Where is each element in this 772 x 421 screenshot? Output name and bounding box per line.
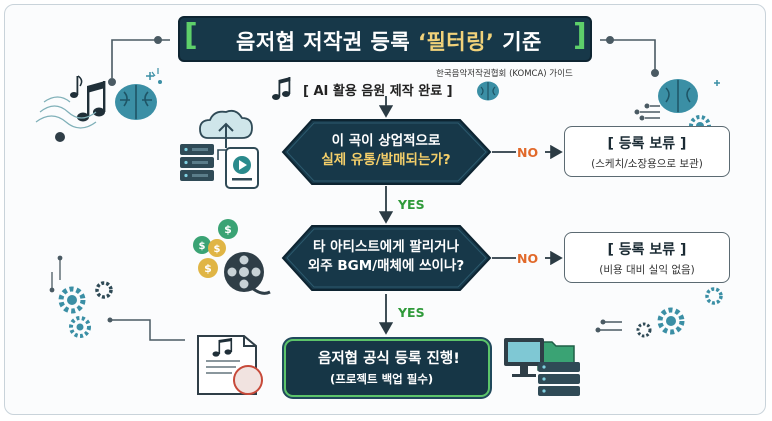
dollar-coins-icon: $ $ $ $ bbox=[193, 219, 238, 278]
title-bracket-right: ] bbox=[573, 18, 587, 53]
decision-2-text: 타 아티스트에게 팔리거나 외주 BGM/매체에 쓰이나? bbox=[296, 238, 476, 276]
svg-text:$: $ bbox=[214, 244, 221, 255]
decision-shape-2 bbox=[281, 225, 492, 291]
svg-text:$: $ bbox=[199, 241, 206, 252]
title-highlight: ‘필터링’ bbox=[418, 30, 495, 54]
small-brain-icon bbox=[477, 81, 499, 101]
title-suffix: 기준 bbox=[494, 30, 542, 54]
final-step-box bbox=[284, 339, 490, 397]
decision-1-text: 이 곡이 상업적으로 실제 유통/발매되는가? bbox=[300, 132, 472, 170]
decision-1-line1: 이 곡이 상업적으로 bbox=[331, 133, 441, 149]
svg-text:$: $ bbox=[224, 223, 232, 236]
result-2-title: [ 등록 보류 ] bbox=[607, 242, 687, 258]
desktop-monitor-icon bbox=[504, 338, 580, 396]
decision-2-no-label: NO bbox=[517, 251, 539, 266]
decision-2-line2: 외주 BGM/매체에 쓰이나? bbox=[307, 258, 465, 274]
title-prefix: 음저협 저작권 등록 bbox=[236, 30, 418, 54]
decision-2-yes-label: YES bbox=[398, 305, 425, 320]
start-label: [ AI 활용 음원 제작 완료 ] bbox=[303, 84, 453, 99]
music-notes-icon bbox=[35, 75, 106, 129]
small-music-note-icon bbox=[272, 77, 291, 100]
result-box-2: [ 등록 보류 ] (비용 대비 실익 없음) bbox=[564, 232, 730, 283]
decision-shape-1 bbox=[281, 119, 492, 185]
film-reel-icon bbox=[224, 252, 271, 295]
result-1-title: [ 등록 보류 ] bbox=[607, 136, 687, 152]
final-step-note: (프로젝트 백업 필수) bbox=[330, 372, 434, 386]
result-1-note: (스케치/소장용으로 보관) bbox=[591, 158, 703, 170]
title-bracket-left: [ bbox=[184, 18, 198, 53]
svg-text:$: $ bbox=[204, 262, 212, 275]
sparkle-icon bbox=[146, 72, 720, 86]
brain-icon-right bbox=[658, 79, 698, 113]
brain-icon bbox=[115, 68, 162, 120]
video-player-icon bbox=[225, 147, 259, 189]
page-title: 음저협 저작권 등록 ‘필터링’ 기준 bbox=[236, 26, 542, 56]
circuit-lines-right bbox=[600, 35, 659, 78]
decision-1-line2: 실제 유통/발매되는가? bbox=[321, 152, 451, 168]
final-step-title: 음저협 공식 등록 진행! bbox=[318, 351, 460, 367]
music-document-icon bbox=[197, 335, 263, 395]
decision-1-yes-label: YES bbox=[398, 197, 425, 212]
circuit-lines-left bbox=[108, 35, 170, 87]
result-2-note: (비용 대비 실익 없음) bbox=[599, 264, 695, 276]
server-icon bbox=[180, 144, 214, 181]
gear-cluster-left bbox=[49, 255, 185, 341]
gear-cluster-right bbox=[595, 245, 723, 338]
result-box-1: [ 등록 보류 ] (스케치/소장용으로 보관) bbox=[564, 126, 730, 177]
dot-decoration bbox=[55, 132, 65, 142]
decision-2-line1: 타 아티스트에게 팔리거나 bbox=[312, 239, 460, 255]
title-banner bbox=[178, 16, 592, 62]
decision-1-no-label: NO bbox=[517, 145, 539, 160]
page-subtitle: 한국음악저작권협회 (KOMCA) 가이드 bbox=[436, 69, 573, 79]
